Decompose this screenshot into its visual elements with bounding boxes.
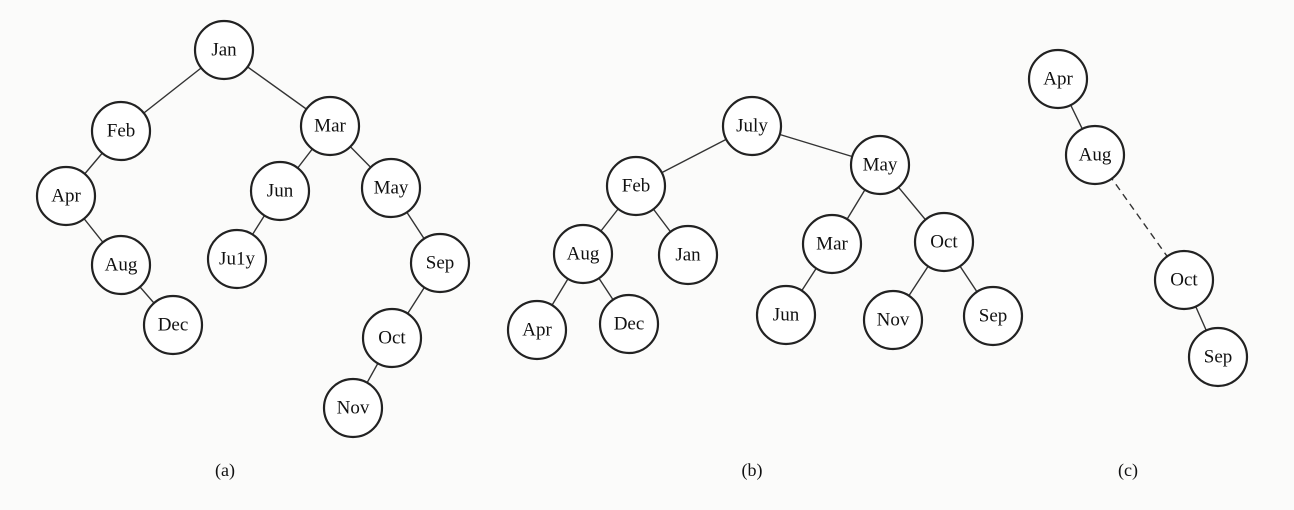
node-circle bbox=[1187, 326, 1249, 388]
captions-layer: (a) (b) (c) bbox=[215, 460, 1138, 481]
tree-node-a-jan: Jan bbox=[193, 19, 255, 81]
node-circle bbox=[721, 95, 783, 157]
node-label: Oct bbox=[378, 328, 406, 349]
tree-node-a-dec: Dec bbox=[142, 294, 204, 356]
node-label: Jun bbox=[773, 305, 800, 326]
tree-node-a-nov: Nov bbox=[322, 377, 384, 439]
node-circle bbox=[193, 19, 255, 81]
tree-node-b-apr: Apr bbox=[506, 299, 568, 361]
node-circle bbox=[506, 299, 568, 361]
node-label: Oct bbox=[1170, 270, 1198, 291]
tree-node-a-jun: Jun bbox=[249, 160, 311, 222]
node-label: Sep bbox=[979, 306, 1008, 327]
tree-node-b-oct: Oct bbox=[913, 211, 975, 273]
node-label: Jan bbox=[211, 40, 237, 61]
node-circle bbox=[657, 224, 719, 286]
node-label: Oct bbox=[930, 232, 958, 253]
node-label: Dec bbox=[158, 315, 189, 336]
panel-caption: (a) bbox=[215, 460, 235, 481]
node-circle bbox=[755, 284, 817, 346]
node-circle bbox=[142, 294, 204, 356]
node-circle bbox=[598, 293, 660, 355]
tree-node-a-sep: Sep bbox=[409, 232, 471, 294]
node-label: May bbox=[374, 178, 409, 199]
node-circle bbox=[299, 95, 361, 157]
node-circle bbox=[90, 234, 152, 296]
tree-node-b-feb: Feb bbox=[605, 155, 667, 217]
tree-node-b-dec: Dec bbox=[598, 293, 660, 355]
node-label: Apr bbox=[51, 186, 81, 207]
node-label: Jun bbox=[267, 181, 294, 202]
node-circle bbox=[552, 223, 614, 285]
node-label: Sep bbox=[1204, 347, 1233, 368]
node-label: Aug bbox=[105, 255, 138, 276]
node-circle bbox=[360, 157, 422, 219]
tree-node-c-aug: Aug bbox=[1064, 124, 1126, 186]
tree-node-c-sep: Sep bbox=[1187, 326, 1249, 388]
node-label: Aug bbox=[1079, 145, 1112, 166]
node-circle bbox=[801, 213, 863, 275]
node-label: Mar bbox=[314, 116, 346, 137]
tree-node-a-mar: Mar bbox=[299, 95, 361, 157]
node-circle bbox=[862, 289, 924, 351]
node-label: Feb bbox=[107, 121, 136, 142]
node-circle bbox=[913, 211, 975, 273]
tree-node-a-aug: Aug bbox=[90, 234, 152, 296]
node-label: Dec bbox=[614, 314, 645, 335]
node-circle bbox=[90, 100, 152, 162]
node-circle bbox=[1064, 124, 1126, 186]
node-circle bbox=[249, 160, 311, 222]
node-circle bbox=[1153, 249, 1215, 311]
tree-node-b-sep: Sep bbox=[962, 285, 1024, 347]
node-circle bbox=[605, 155, 667, 217]
node-label: July bbox=[736, 116, 768, 137]
node-circle bbox=[962, 285, 1024, 347]
node-label: Jan bbox=[675, 245, 701, 266]
node-label: Apr bbox=[522, 320, 552, 341]
node-circle bbox=[849, 134, 911, 196]
node-circle bbox=[361, 307, 423, 369]
tree-node-b-nov: Nov bbox=[862, 289, 924, 351]
node-label: May bbox=[863, 155, 898, 176]
node-label: Nov bbox=[337, 398, 370, 419]
tree-node-b-may: May bbox=[849, 134, 911, 196]
node-label: Feb bbox=[622, 176, 651, 197]
node-label: Ju1y bbox=[219, 249, 255, 270]
node-circle bbox=[322, 377, 384, 439]
tree-node-b-jun: Jun bbox=[755, 284, 817, 346]
tree-node-a-feb: Feb bbox=[90, 100, 152, 162]
tree-node-b-july: July bbox=[721, 95, 783, 157]
panel-caption: (b) bbox=[742, 460, 763, 481]
tree-node-a-may: May bbox=[360, 157, 422, 219]
node-label: Sep bbox=[426, 253, 455, 274]
tree-node-a-apr: Apr bbox=[35, 165, 97, 227]
node-circle bbox=[35, 165, 97, 227]
panel-caption: (c) bbox=[1118, 460, 1138, 481]
node-circle bbox=[206, 228, 268, 290]
tree-node-b-mar: Mar bbox=[801, 213, 863, 275]
tree-node-a-july: Ju1y bbox=[206, 228, 268, 290]
node-label: Mar bbox=[816, 234, 848, 255]
tree-node-c-oct: Oct bbox=[1153, 249, 1215, 311]
node-label: Apr bbox=[1043, 69, 1073, 90]
tree-node-b-jan: Jan bbox=[657, 224, 719, 286]
node-label: Nov bbox=[877, 310, 910, 331]
node-circle bbox=[1027, 48, 1089, 110]
node-circle bbox=[409, 232, 471, 294]
node-label: Aug bbox=[567, 244, 600, 265]
tree-node-a-oct: Oct bbox=[361, 307, 423, 369]
tree-node-c-apr: Apr bbox=[1027, 48, 1089, 110]
tree-node-b-aug: Aug bbox=[552, 223, 614, 285]
